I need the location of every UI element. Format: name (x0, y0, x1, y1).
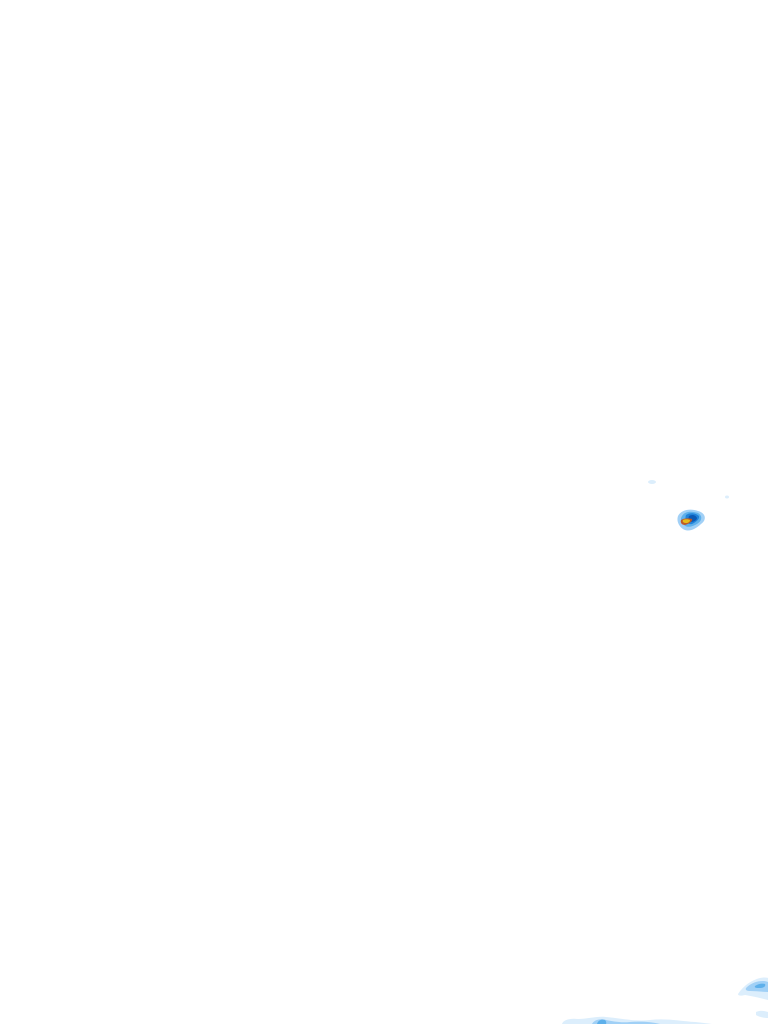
radar-speckle (648, 480, 656, 484)
precip-fragment (756, 1010, 768, 1018)
precip-band-right-moderate (754, 983, 766, 988)
radar-storm-cell (677, 509, 705, 531)
storm-core (682, 519, 690, 523)
radar-echo-speckles (648, 480, 729, 499)
radar-precip-band-bottom (562, 977, 768, 1024)
precip-band-bottom-core (592, 1019, 660, 1024)
precip-band-bottom-moderate (597, 1019, 607, 1024)
radar-speckle (725, 495, 729, 499)
